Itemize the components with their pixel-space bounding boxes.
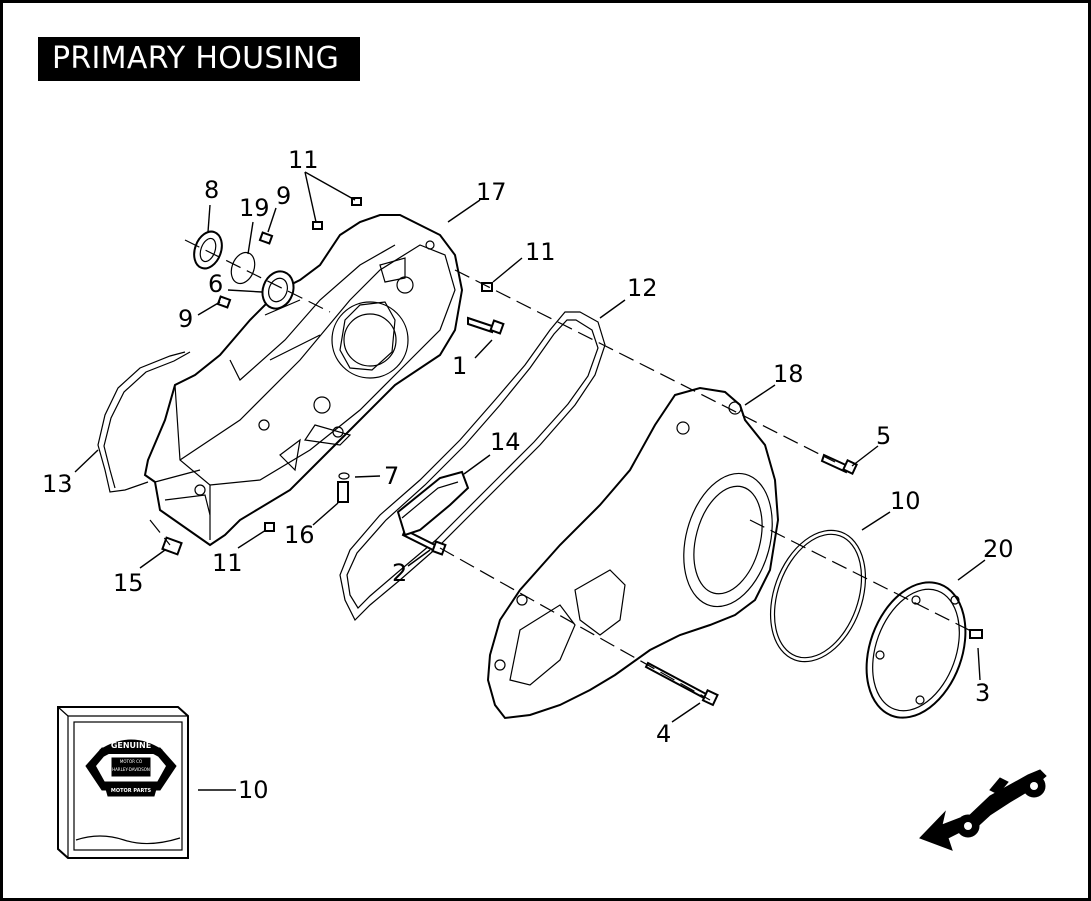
genuine-parts-kit-box: GENUINE MOTOR CO HARLEY-DAVIDSON MOTOR P… bbox=[57, 706, 189, 859]
bolt-4 bbox=[644, 661, 710, 701]
svg-text:GENUINE: GENUINE bbox=[111, 741, 151, 750]
chain-tensioner-14 bbox=[396, 470, 470, 537]
callout-14: 14 bbox=[490, 428, 521, 456]
callout-7: 7 bbox=[384, 462, 399, 490]
page-title: PRIMARY HOUSING bbox=[38, 37, 360, 81]
callout-16: 16 bbox=[284, 521, 315, 549]
svg-text:MOTOR CO: MOTOR CO bbox=[120, 759, 142, 764]
inner-primary-housing bbox=[143, 214, 464, 547]
motorcycle-direction-icon bbox=[919, 769, 1047, 851]
callout-6: 6 bbox=[208, 270, 223, 298]
callout-15: 15 bbox=[113, 569, 144, 597]
derby-cover-20 bbox=[865, 581, 967, 719]
callout-10-ring: 10 bbox=[890, 487, 921, 515]
callout-12: 12 bbox=[627, 274, 658, 302]
callout-19: 19 bbox=[239, 194, 270, 222]
callout-11-right: 11 bbox=[525, 238, 556, 266]
callout-9-top: 9 bbox=[276, 182, 291, 210]
gasket-13 bbox=[97, 351, 186, 493]
callout-17: 17 bbox=[476, 178, 507, 206]
bolt-1 bbox=[467, 316, 493, 334]
seal-8 bbox=[193, 230, 223, 270]
callout-4: 4 bbox=[656, 720, 671, 748]
svg-text:MOTOR PARTS: MOTOR PARTS bbox=[111, 788, 152, 794]
callout-11-bottom: 11 bbox=[212, 549, 243, 577]
svg-text:HARLEY-DAVIDSON: HARLEY-DAVIDSON bbox=[112, 767, 150, 772]
gasket-ring-10 bbox=[769, 529, 867, 663]
gasket-12 bbox=[339, 311, 606, 622]
callout-20: 20 bbox=[983, 535, 1014, 563]
outer-primary-cover bbox=[486, 386, 780, 720]
callout-13: 13 bbox=[42, 470, 73, 498]
callout-10-kit: 10 bbox=[238, 776, 269, 804]
callout-9-left: 9 bbox=[178, 305, 193, 333]
leader-lines bbox=[74, 171, 986, 791]
callout-2: 2 bbox=[392, 559, 407, 587]
retaining-ring-19 bbox=[230, 251, 256, 285]
callout-5: 5 bbox=[876, 422, 891, 450]
callout-3: 3 bbox=[975, 679, 990, 707]
callout-11-top: 11 bbox=[288, 146, 319, 174]
harley-davidson-logo: GENUINE MOTOR CO HARLEY-DAVIDSON MOTOR P… bbox=[85, 739, 177, 797]
callout-8: 8 bbox=[204, 176, 219, 204]
callout-18: 18 bbox=[773, 360, 804, 388]
callout-1: 1 bbox=[452, 352, 467, 380]
